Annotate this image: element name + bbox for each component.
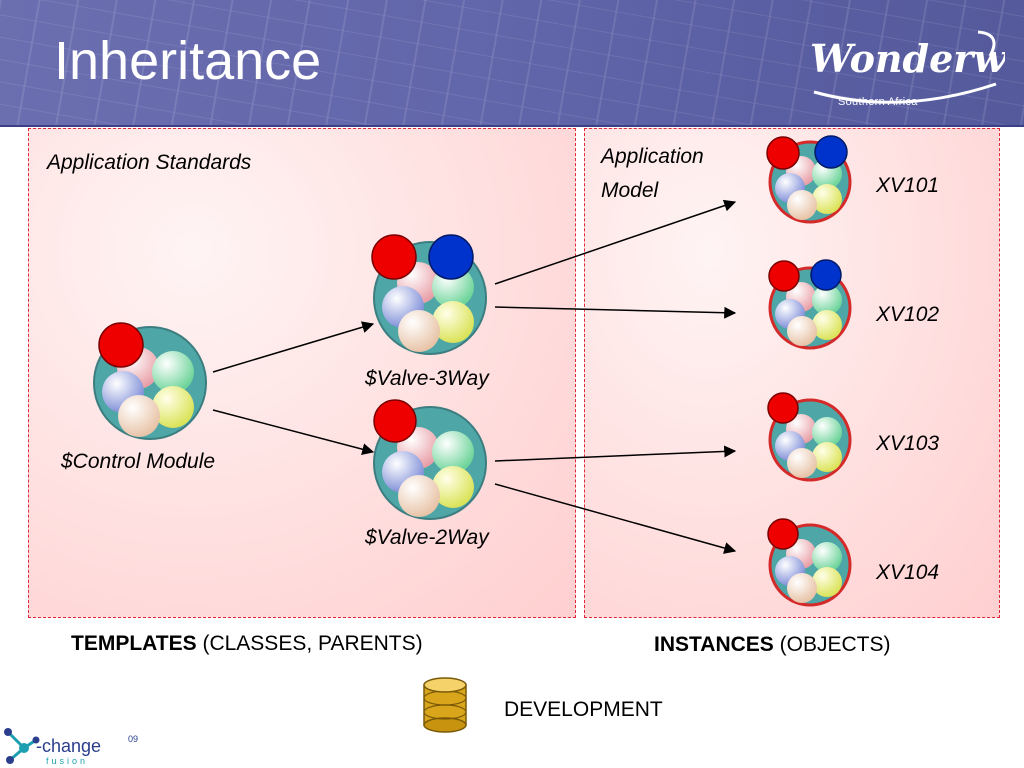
xv104-object-icon <box>767 518 852 607</box>
slide-title: Inheritance <box>54 31 322 91</box>
application-model-caption-line1: Application <box>601 145 704 168</box>
arrow-control-to-2way <box>212 409 375 456</box>
arrow-2way-to-xv104 <box>494 483 737 554</box>
control-module-object-icon <box>93 322 207 440</box>
logo-subtext: Southern Africa <box>838 96 918 108</box>
xv102-label: XV102 <box>876 303 940 326</box>
database-icon <box>423 677 467 733</box>
valve-3way-object-icon <box>371 234 487 355</box>
header-building-pattern <box>0 0 1024 127</box>
valve-2way-label: $Valve-2Way <box>365 526 489 549</box>
change-superscript: 09 <box>128 734 138 744</box>
blue-marker <box>810 259 842 291</box>
xv101-label: XV101 <box>876 174 940 197</box>
blue-marker <box>814 135 848 169</box>
red-marker <box>98 322 144 368</box>
change-wordmark: -change <box>36 736 101 756</box>
templates-legend-rest: (CLASSES, PARENTS) <box>196 632 423 655</box>
valve-2way-object-icon <box>373 399 487 520</box>
valve-3way-label: $Valve-3Way <box>365 367 489 390</box>
red-marker <box>766 136 800 170</box>
red-marker <box>767 392 799 424</box>
development-label: DEVELOPMENT <box>504 698 663 721</box>
xv104-label: XV104 <box>876 561 940 584</box>
red-marker <box>373 399 417 443</box>
fusion-wordmark: fusion <box>46 756 88 766</box>
wonderware-logo: Wonderware <box>810 30 1005 104</box>
control-module-label: $Control Module <box>61 450 216 473</box>
xv103-label: XV103 <box>876 432 940 455</box>
header-banner: Inheritance Wonderware Southern Africa <box>0 0 1024 127</box>
xv103-object-icon <box>767 392 852 482</box>
header-rule <box>0 125 1024 127</box>
instances-legend-bold: INSTANCES <box>654 633 774 656</box>
logo-wordmark: Wonderware <box>810 36 1005 81</box>
instances-legend: INSTANCES (OBJECTS) <box>654 633 890 657</box>
templates-legend-bold: TEMPLATES <box>71 632 197 655</box>
instances-legend-rest: (OBJECTS) <box>773 633 891 656</box>
templates-legend: TEMPLATES (CLASSES, PARENTS) <box>71 632 423 656</box>
red-marker <box>371 234 417 280</box>
xv102-object-icon <box>768 259 852 350</box>
arrow-3way-to-xv101 <box>494 199 737 285</box>
arrow-3way-to-xv102 <box>494 306 737 319</box>
red-marker <box>767 518 799 550</box>
arrow-2way-to-xv103 <box>494 445 737 462</box>
molecule-icon <box>4 728 40 764</box>
application-model-caption-line2: Model <box>601 179 659 202</box>
application-standards-caption: Application Standards <box>47 151 252 174</box>
change-fusion-logo: -change 09 fusion <box>4 728 138 766</box>
red-marker <box>768 260 800 292</box>
xv101-object-icon <box>766 135 852 224</box>
blue-marker <box>428 234 474 280</box>
arrow-control-to-3way <box>212 321 375 373</box>
